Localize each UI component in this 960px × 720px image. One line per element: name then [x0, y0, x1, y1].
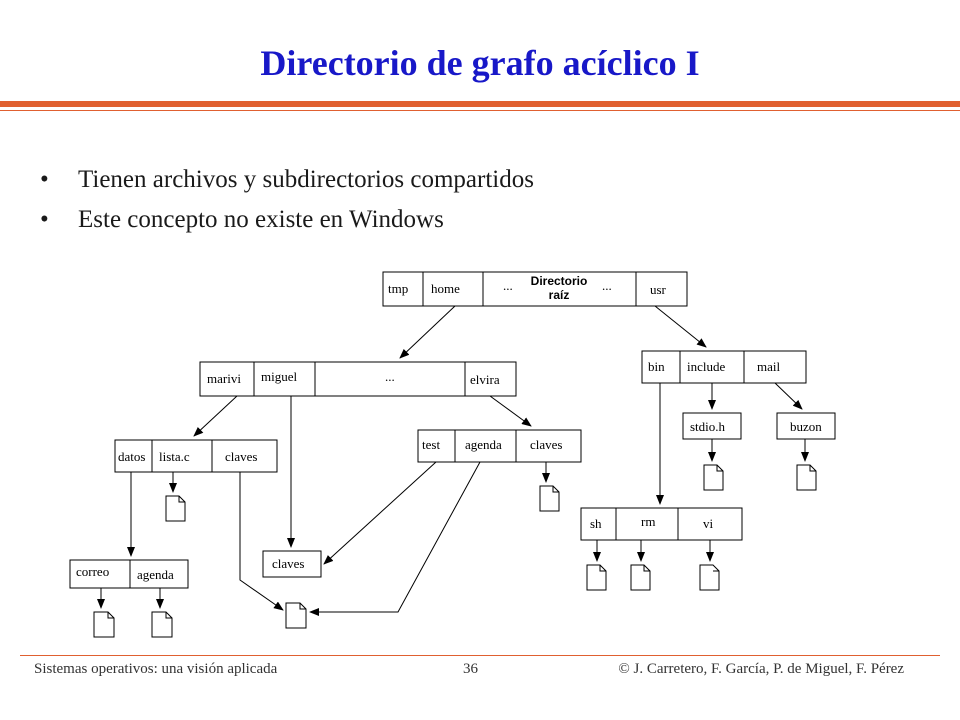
usr-directory-node	[641, 350, 807, 384]
root-cell-ellipsis-right: ...	[602, 278, 612, 293]
graph-edges	[97, 305, 809, 616]
title-rule-thin	[0, 110, 960, 111]
marivi-cell-lista-c: lista.c	[159, 449, 190, 464]
footer-right: © J. Carretero, F. García, P. de Miguel,…	[618, 661, 904, 677]
home-cell-elvira: elvira	[470, 372, 500, 387]
root-cell-usr: usr	[650, 282, 667, 297]
title-rule-thick	[0, 101, 960, 107]
bullet-text: Tienen archivos y subdirectorios compart…	[78, 166, 534, 193]
home-directory-node	[199, 361, 517, 397]
file-rm-icon	[630, 564, 651, 591]
file-shared-claves-icon	[285, 602, 307, 629]
bin-cell-sh: sh	[590, 516, 602, 531]
usr-cell-bin: bin	[648, 359, 665, 374]
file-correo-icon	[93, 611, 115, 638]
file-lista-c-icon	[165, 495, 186, 522]
root-label-line1: Directorio	[531, 274, 588, 288]
bin-cell-vi: vi	[703, 516, 714, 531]
datos-cell-correo: correo	[76, 564, 109, 579]
home-cell-miguel: miguel	[261, 369, 297, 384]
root-cell-home: home	[431, 281, 460, 296]
file-stdio-icon	[703, 464, 724, 491]
bullet-dot: •	[40, 206, 49, 233]
datos-directory-node	[69, 559, 189, 589]
elvira-cell-agenda: agenda	[465, 437, 502, 452]
root-cell-ellipsis-left: ...	[503, 278, 513, 293]
stdio-label: stdio.h	[690, 419, 726, 434]
miguel-claves-label: claves	[272, 556, 304, 571]
root-directory-node	[382, 271, 688, 307]
elvira-cell-claves: claves	[530, 437, 562, 452]
root-cell-tmp: tmp	[388, 281, 408, 296]
elvira-cell-test: test	[422, 437, 440, 452]
slide-title: Directorio de grafo acíclico I	[260, 43, 700, 83]
bin-cell-rm: rm	[641, 514, 655, 529]
file-vi-icon	[699, 564, 720, 591]
marivi-cell-datos: datos	[118, 449, 145, 464]
miguel-claves-node	[262, 550, 322, 578]
usr-cell-include: include	[687, 359, 725, 374]
file-sh-icon	[586, 564, 607, 591]
file-agenda-icon	[151, 611, 173, 638]
footer-rule	[20, 655, 940, 656]
elvira-directory-node	[417, 429, 582, 463]
footer-page-number: 36	[463, 661, 478, 677]
buzon-label: buzon	[790, 419, 822, 434]
marivi-directory-node	[114, 439, 278, 473]
home-cell-ellipsis: ...	[385, 369, 395, 384]
buzon-node	[776, 412, 836, 440]
file-buzon-icon	[796, 464, 817, 491]
root-label-line2: raíz	[549, 288, 570, 302]
bullet-dot: •	[40, 166, 49, 193]
bin-directory-node	[580, 507, 743, 541]
marivi-cell-claves: claves	[225, 449, 257, 464]
bullet-item: • Este concepto no existe en Windows	[40, 203, 534, 243]
file-test-icon	[539, 485, 560, 512]
home-cell-marivi: marivi	[207, 371, 241, 386]
bullet-text: Este concepto no existe en Windows	[78, 206, 444, 233]
usr-cell-mail: mail	[757, 359, 780, 374]
bullet-item: • Tienen archivos y subdirectorios compar…	[40, 163, 534, 203]
datos-cell-agenda: agenda	[137, 567, 174, 582]
footer-left: Sistemas operativos: una visión aplicada	[34, 661, 278, 677]
bullet-list: • Tienen archivos y subdirectorios compar…	[40, 163, 534, 243]
